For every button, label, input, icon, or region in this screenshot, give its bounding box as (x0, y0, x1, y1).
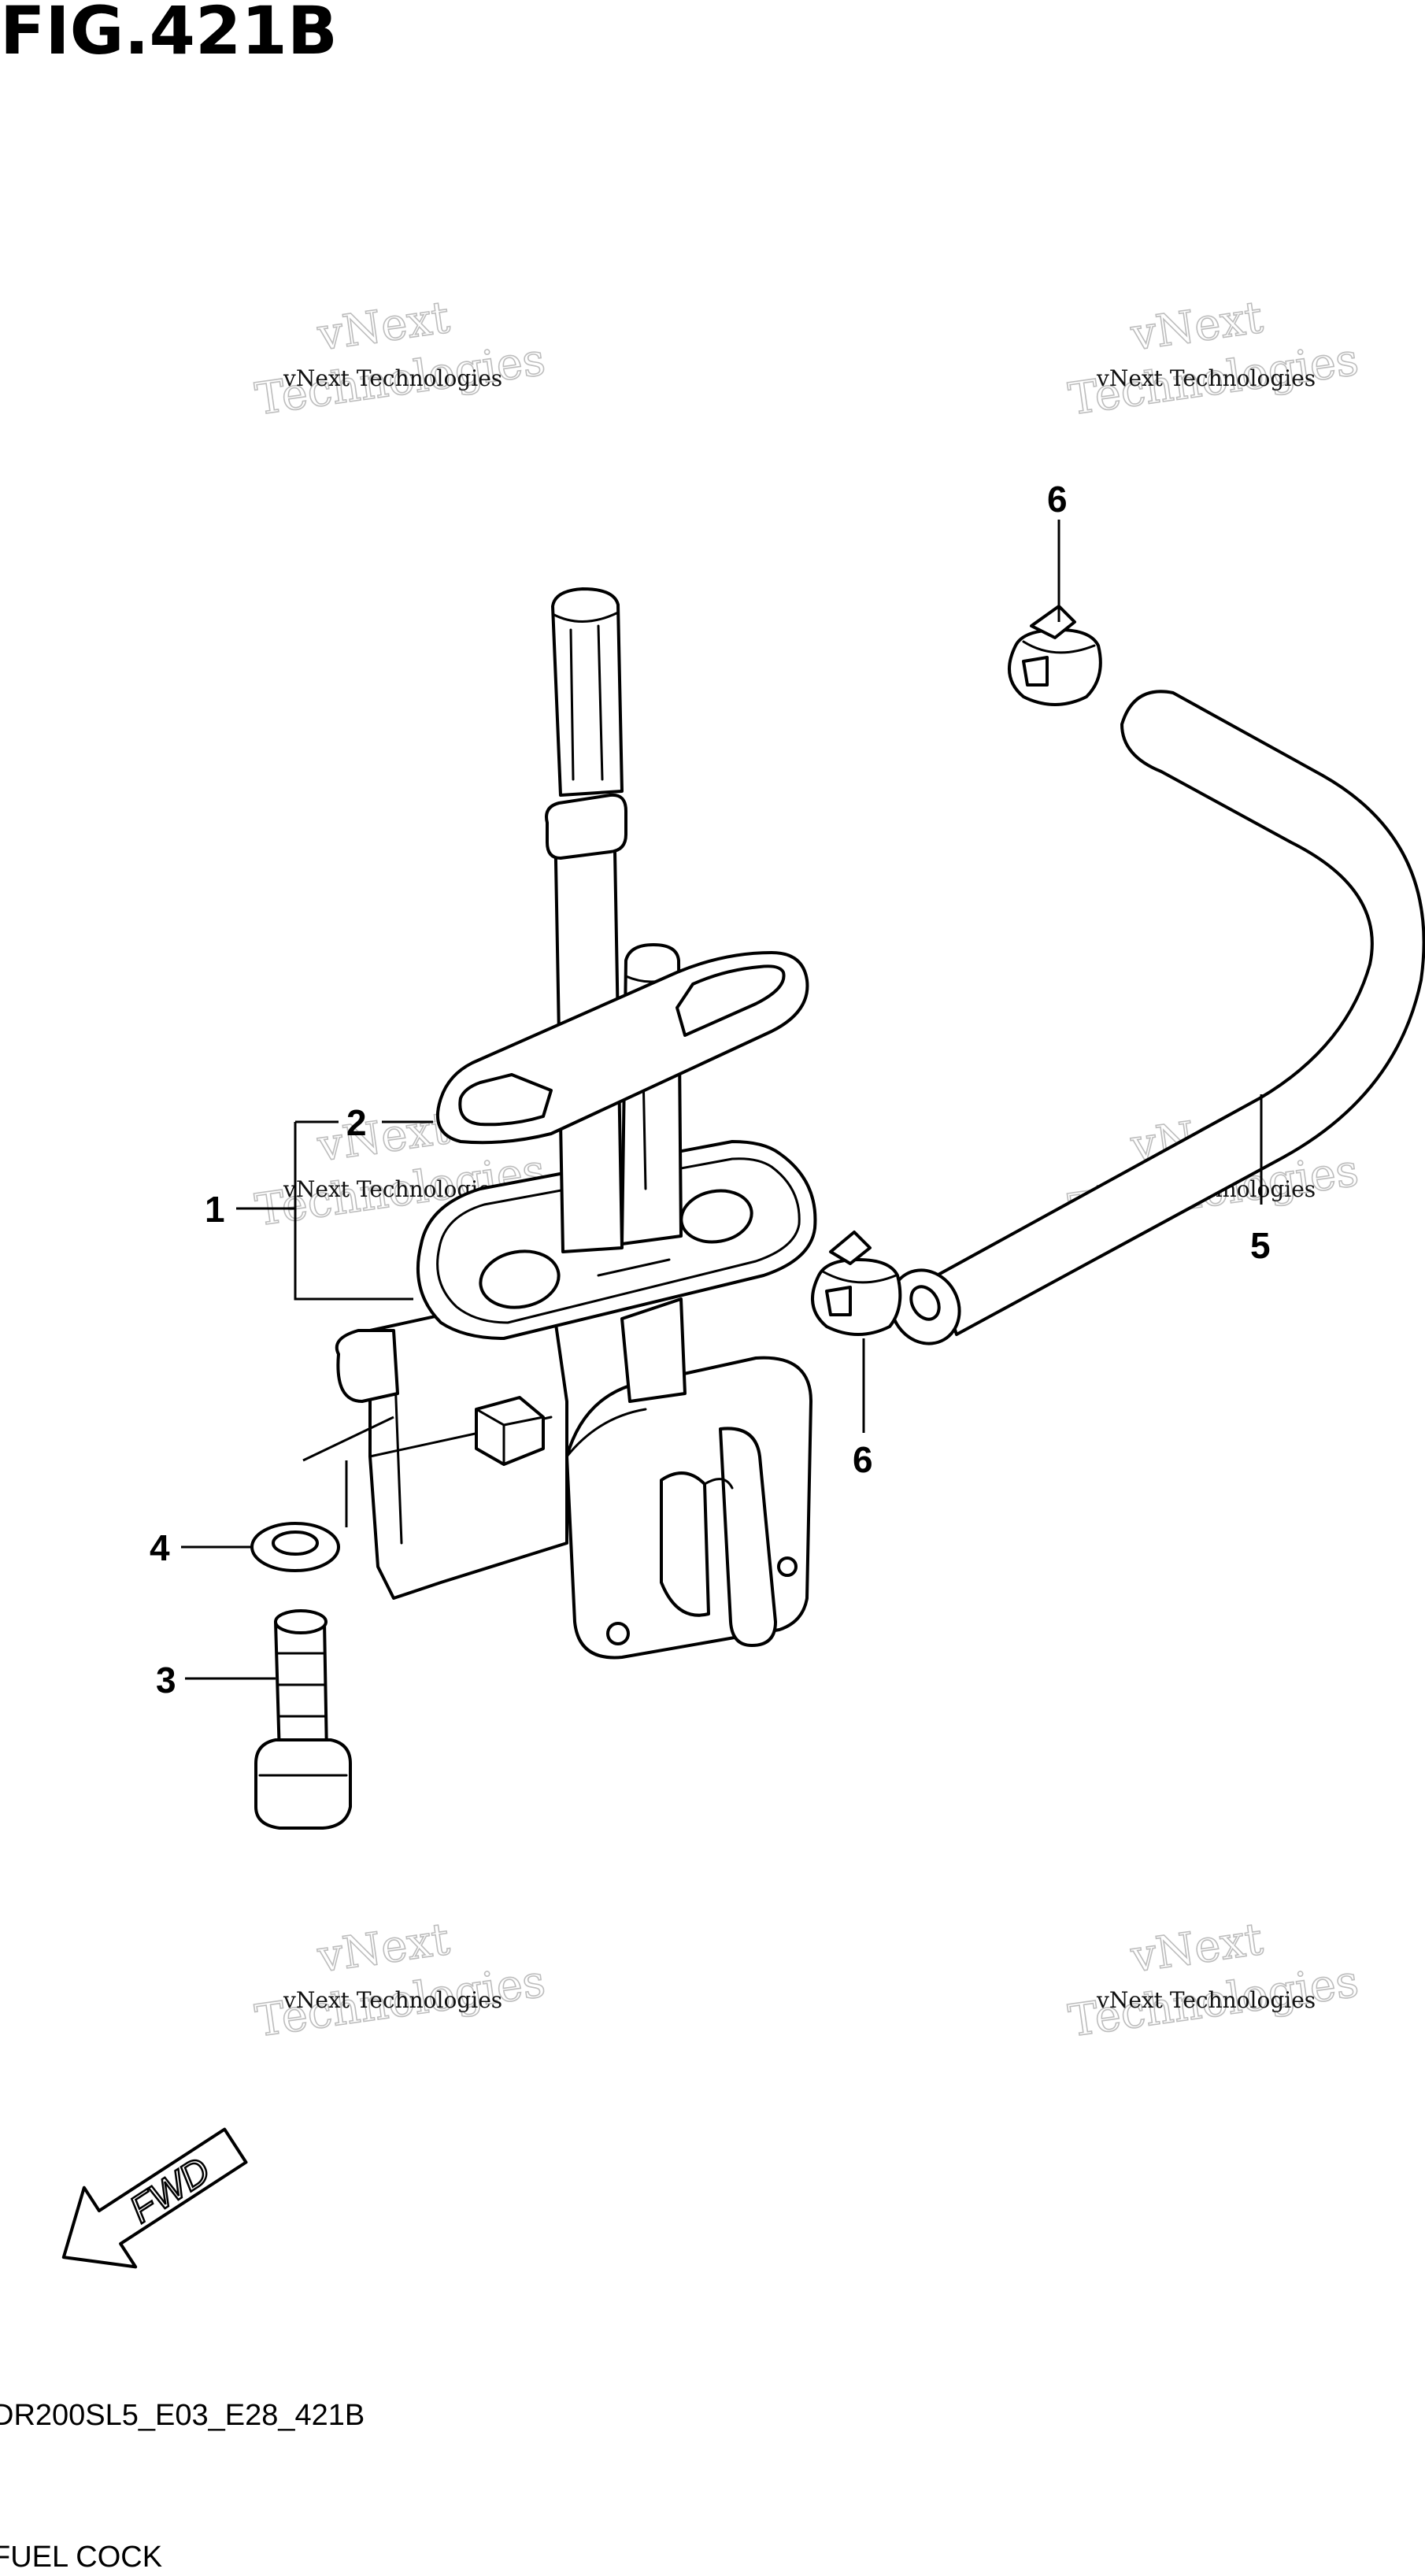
callout-1: 1 (205, 1189, 225, 1230)
washer (250, 1522, 340, 1572)
figure-title: FIG.421B (0, 0, 338, 69)
watermark-text: vNext Technologies (283, 365, 502, 391)
fwd-arrow: FWD (61, 2127, 248, 2269)
watermark-text: vNext Technologies (1096, 1987, 1316, 2013)
callout-6-upper: 6 (1047, 479, 1068, 520)
callout-5: 5 (1250, 1225, 1271, 1266)
callout-2: 2 (346, 1102, 367, 1143)
watermark: vNext Technologies vNext Technologies (1065, 1913, 1363, 2048)
watermark: vNext Technologies vNext Technologies (1065, 291, 1363, 426)
callout-4: 4 (150, 1527, 170, 1568)
gasket (436, 951, 809, 1145)
model-code: DR200SL5_E03_E28_421B (0, 2399, 365, 2432)
fuel-hose (889, 690, 1425, 1345)
hose-clamp-lower (811, 1231, 902, 1336)
watermark-text: vNext Technologies (1096, 365, 1316, 391)
leader-lines (181, 520, 1263, 1680)
callout-6-lower: 6 (853, 1439, 873, 1480)
watermark: vNext Technologies vNext Technologies (252, 291, 550, 426)
callout-3: 3 (156, 1660, 176, 1701)
bolt (254, 1609, 352, 1830)
figure-name: FUEL COCK (0, 2541, 162, 2574)
fuel-cock-body (335, 587, 817, 1660)
watermark-text: vNext Technologies (283, 1987, 502, 2013)
watermark: vNext Technologies vNext Technologies (252, 1913, 550, 2048)
hose-clamp-upper (1008, 605, 1102, 706)
